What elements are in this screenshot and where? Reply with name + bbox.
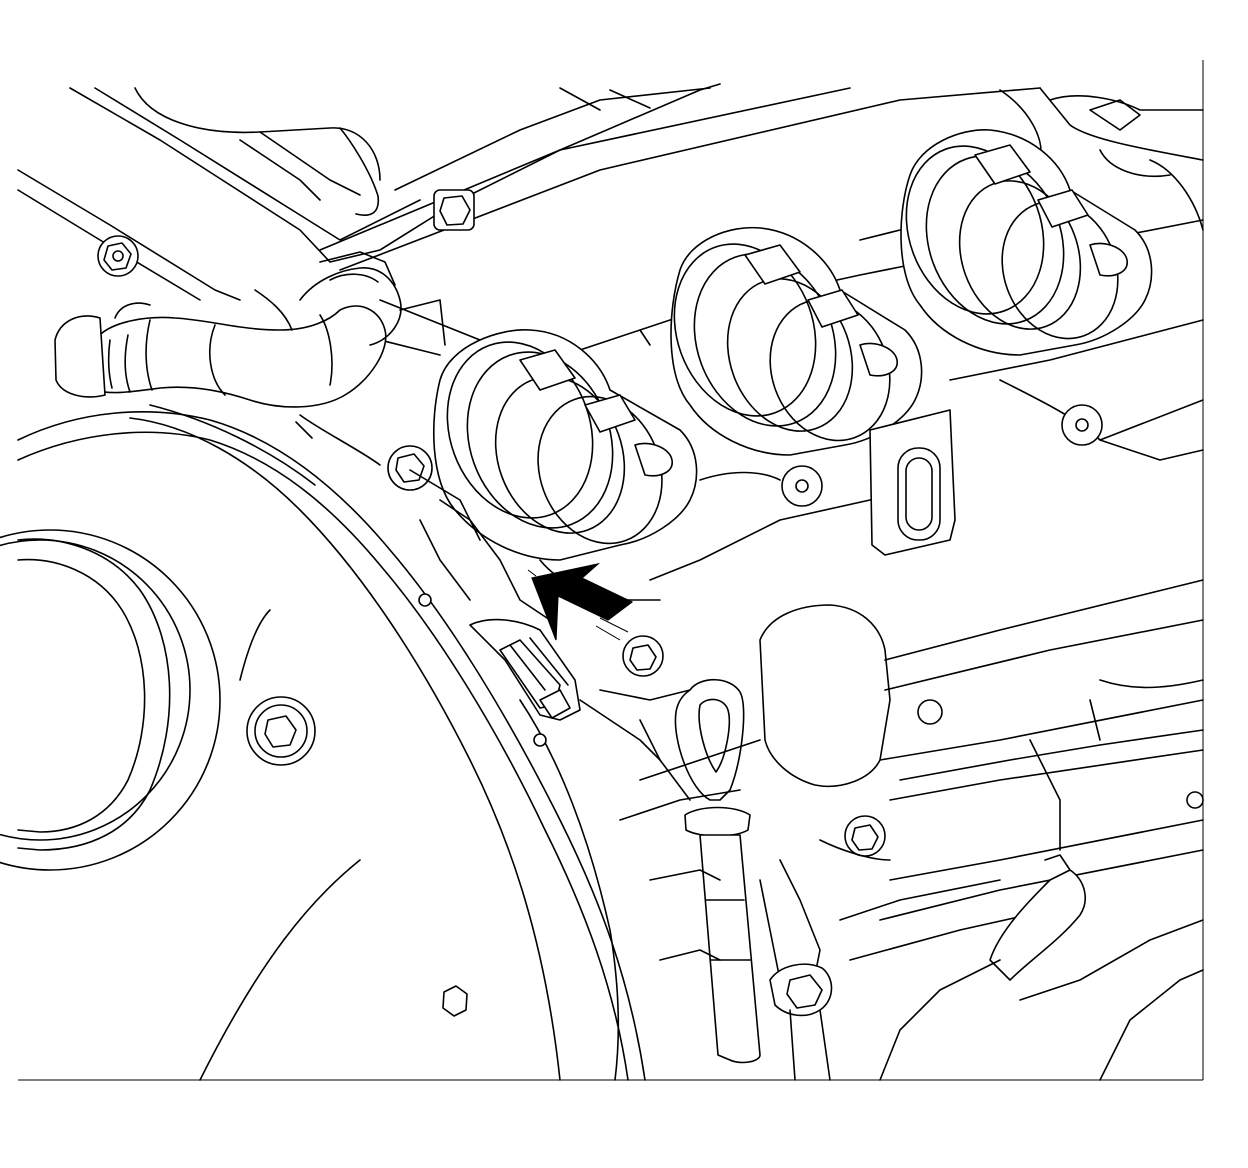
bolt-valve-cover-right [1061,404,1103,446]
ignition-coil-1 [432,329,698,601]
bolt-lower [622,635,664,677]
nut-timing-lower [442,985,468,1017]
callout-arrow [527,562,634,641]
coolant-hose [54,251,402,408]
oil-dipstick [639,679,761,1064]
bolt-upper [433,189,475,231]
coil-bracket [649,409,956,581]
valve-cover-bolts [387,189,1103,857]
ignition-coil-3 [900,129,1153,356]
intake-plenum [17,83,721,301]
bolt-mid [387,445,433,491]
engine-block-lower [619,579,1204,1081]
bolt-timing-center [246,696,316,766]
plenum-bolt [97,235,139,277]
timing-cover-bolts [246,593,547,1017]
timing-cover [0,404,646,1081]
cam-sensor-connector [295,414,691,761]
bolt-right-lower [844,815,886,857]
dowel-pin-upper [418,593,432,607]
dowel-pin-lower [533,733,547,747]
bolt-mid-cover [781,465,823,507]
ignition-coil-2 [670,226,923,456]
